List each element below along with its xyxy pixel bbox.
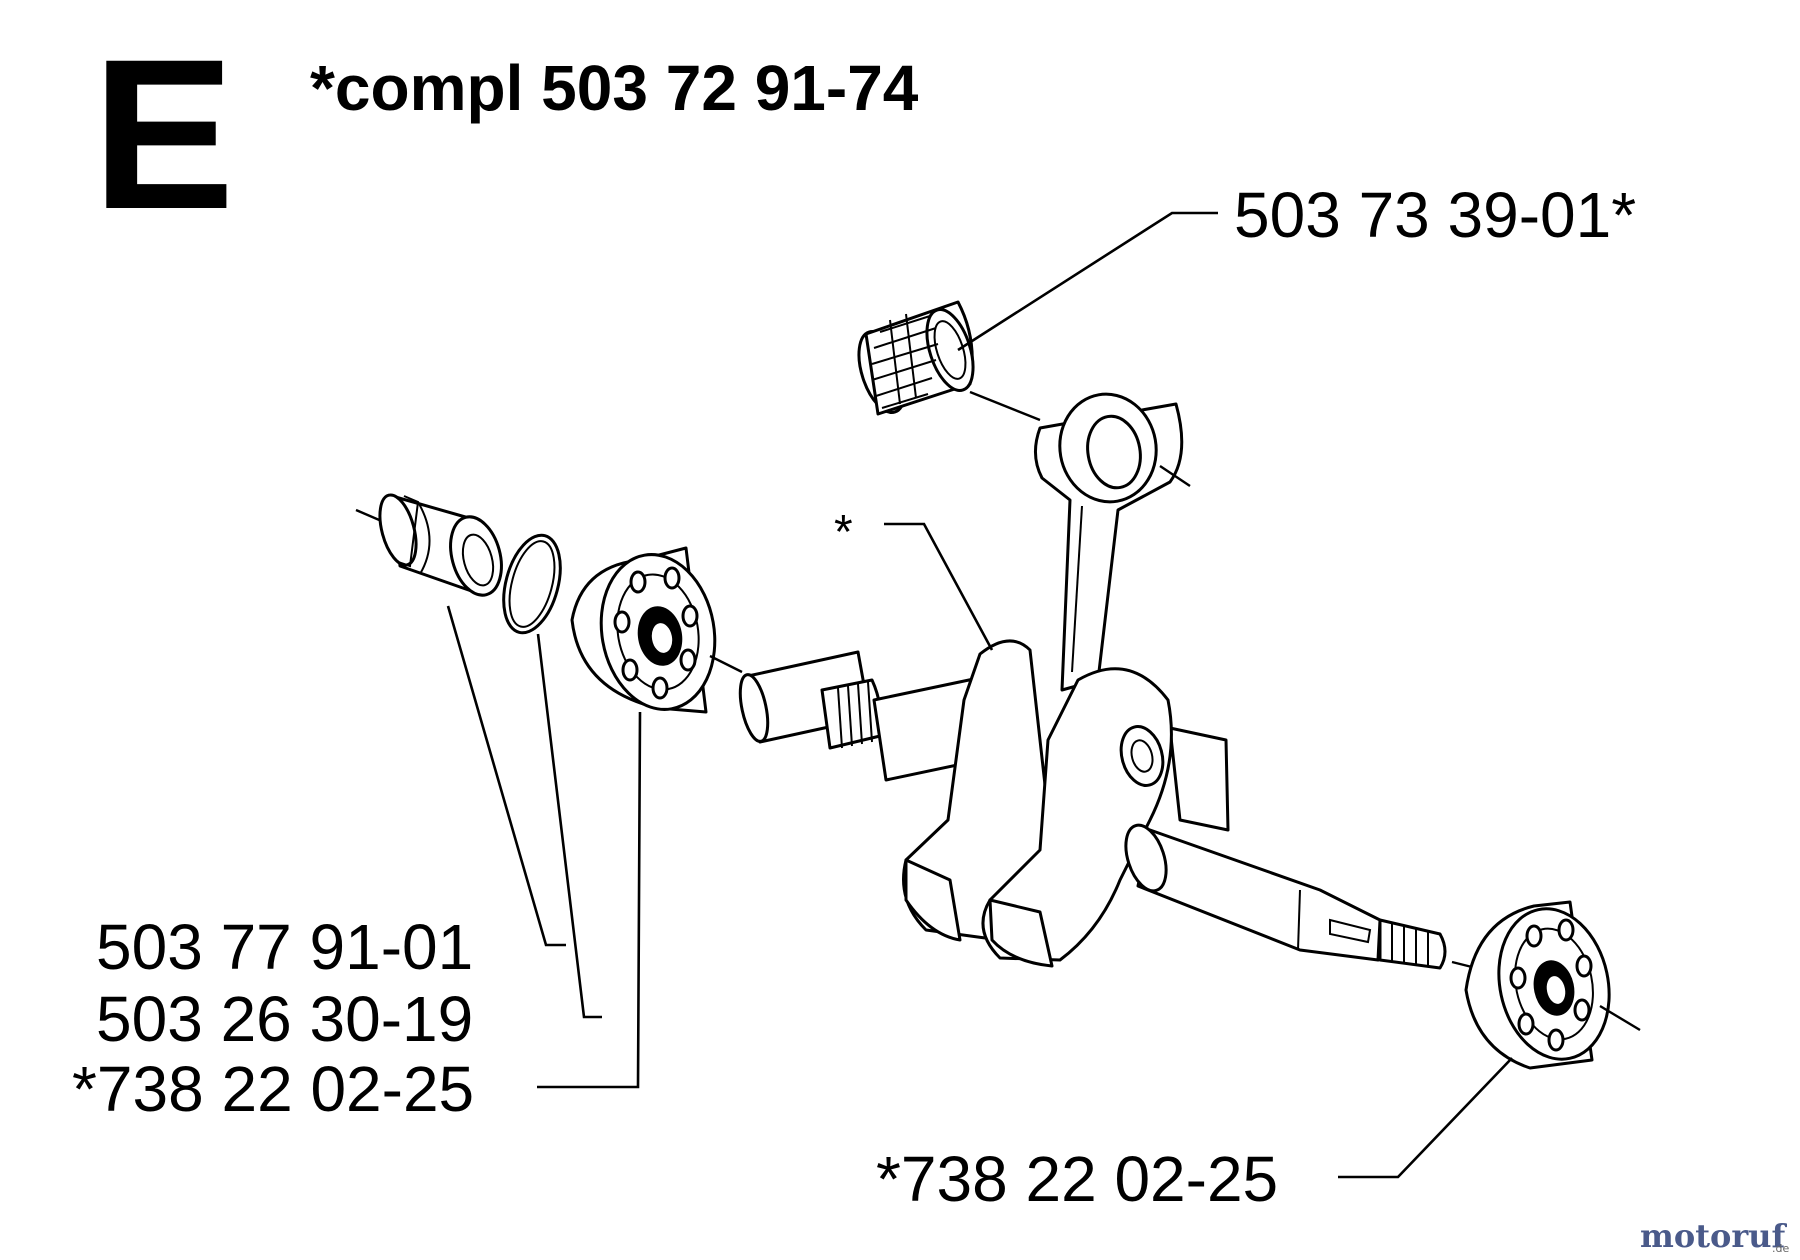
part-label-o-ring: 503 26 30-19 bbox=[96, 983, 473, 1055]
ball-bearing-left-drawing bbox=[570, 546, 743, 714]
watermark-tld: .de bbox=[1772, 1242, 1789, 1255]
part-label-ball-bearing-right: *738 22 02-25 bbox=[876, 1143, 1278, 1215]
watermark-logo: motoruf .de bbox=[1640, 1217, 1789, 1255]
needle-bearing-drawing bbox=[857, 300, 1041, 422]
ball-bearing-right-drawing bbox=[1464, 900, 1641, 1070]
part-label-crankshaft: * bbox=[834, 506, 853, 559]
part-label-bushing: 503 77 91-01 bbox=[96, 911, 473, 983]
o-ring-drawing bbox=[502, 533, 562, 635]
leader-lines bbox=[446, 211, 1513, 1179]
section-letter: E bbox=[92, 15, 235, 254]
bushing-drawing bbox=[355, 493, 503, 597]
part-label-needle-bearing: 503 73 39-01* bbox=[1234, 179, 1636, 251]
crankshaft-drawing bbox=[738, 639, 1477, 970]
part-label-ball-bearing-left: *738 22 02-25 bbox=[72, 1053, 474, 1125]
watermark-brand: motoruf bbox=[1640, 1217, 1787, 1255]
kit-title: *compl 503 72 91-74 bbox=[310, 52, 919, 124]
connecting-rod-drawing bbox=[1034, 392, 1191, 692]
